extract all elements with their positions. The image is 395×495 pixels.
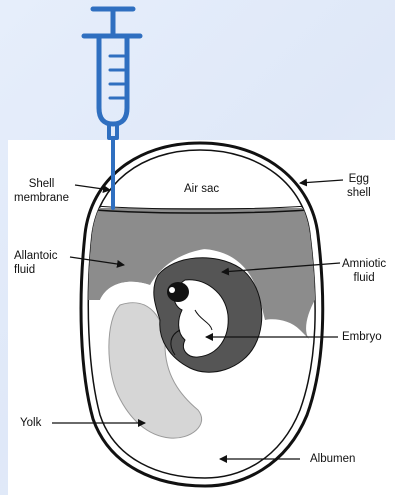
- label-shell-membrane: Shell membrane: [14, 177, 69, 205]
- label-yolk: Yolk: [20, 416, 41, 430]
- label-embryo: Embryo: [342, 330, 382, 344]
- label-amniotic-fluid: Amniotic fluid: [342, 257, 386, 285]
- label-egg-shell: Egg shell: [347, 172, 371, 200]
- label-egg-shell-line1: Egg: [347, 172, 371, 186]
- label-allantoic-line1: Allantoic: [14, 249, 57, 263]
- label-allantoic-fluid: Allantoic fluid: [14, 249, 57, 277]
- label-albumen: Albumen: [310, 452, 355, 466]
- arrow-egg-shell: [300, 180, 343, 183]
- label-amniotic-line1: Amniotic: [342, 257, 386, 271]
- label-amniotic-line2: fluid: [342, 271, 386, 285]
- label-shell-membrane-line2: membrane: [14, 191, 69, 205]
- label-shell-membrane-line1: Shell: [14, 177, 69, 191]
- label-air-sac: Air sac: [184, 182, 219, 196]
- label-allantoic-line2: fluid: [14, 263, 57, 277]
- label-egg-shell-line2: shell: [347, 186, 371, 200]
